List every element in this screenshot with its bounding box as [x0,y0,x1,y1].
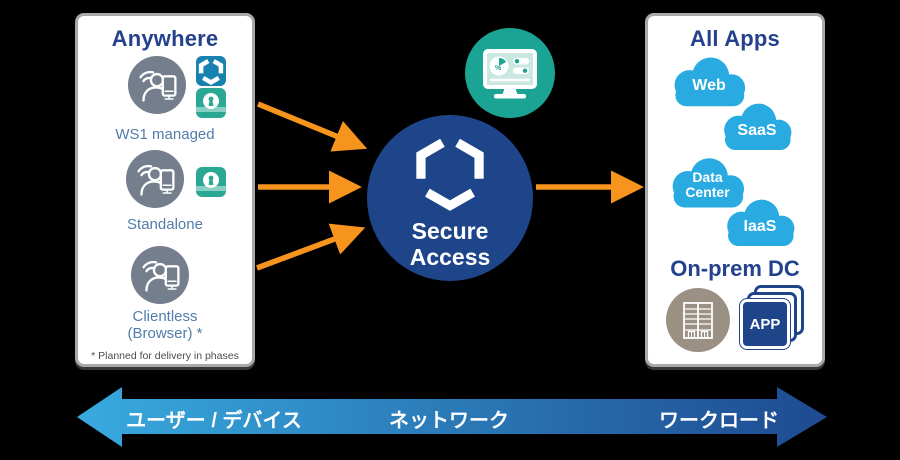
cloud-label-saas: SaaS [737,122,777,139]
device-label-ws1: WS1 managed [115,126,215,143]
saas-cloud-icon: SaaS [717,99,797,153]
monitor-dashboard-icon: % [483,49,537,99]
user-device-icon [126,150,184,208]
user-device-icon [128,56,186,114]
user-device-icon [131,246,189,304]
data-center-line1: Data [692,169,723,185]
data-center-line2: Center [685,184,730,200]
svg-text:%: % [495,65,502,72]
ws1-hexagon-badge-icon [196,56,226,86]
secure-access-node: Secure Access [367,115,533,281]
data-center-building-icon [666,288,730,352]
axis-label-network: ネットワーク [389,410,509,432]
standalone-lock-badge-icon [196,167,226,197]
ws1-lock-badge-icon [196,88,226,118]
clientless-line2: (Browser) * [127,325,203,342]
axis-label-user-device: ユーザー / デバイス [126,410,302,432]
secure-access-label: Secure Access [367,218,533,270]
on-prem-dc-title: On-prem DC [670,256,800,281]
app-stack-icon: APP [740,285,806,353]
app-badge-label: APP [749,315,781,333]
cloud-label-web: Web [692,77,726,94]
arrow-clientless-to-hub [256,223,366,271]
app-layer-front: APP [740,299,790,349]
data-center-cloud-icon: Data Center [665,152,750,212]
secure-access-line1: Secure [411,218,489,244]
cloud-label-data-center: Data Center [665,152,750,212]
secure-access-hexagon-icon [416,138,484,211]
analytics-monitor-node: % [465,28,555,118]
zero-trust-axis-arrow [77,387,827,447]
web-cloud-icon: Web [667,52,751,110]
clientless-line1: Clientless [132,308,198,325]
iaas-cloud-icon: IaaS [720,195,800,249]
cloud-label-iaas: IaaS [743,218,777,235]
anywhere-title: Anywhere [111,26,219,51]
phases-footnote: * Planned for delivery in phases [91,350,239,362]
secure-access-line2: Access [409,244,491,270]
axis-label-workload: ワークロード [659,410,779,432]
all-apps-title: All Apps [689,26,780,51]
device-label-clientless: Clientless (Browser) * [78,308,252,342]
anywhere-panel: Anywhere [75,13,255,367]
all-apps-panel: All Apps Web SaaS [645,13,825,367]
arrow-ws1-to-hub [256,101,368,152]
device-label-standalone: Standalone [127,216,203,233]
